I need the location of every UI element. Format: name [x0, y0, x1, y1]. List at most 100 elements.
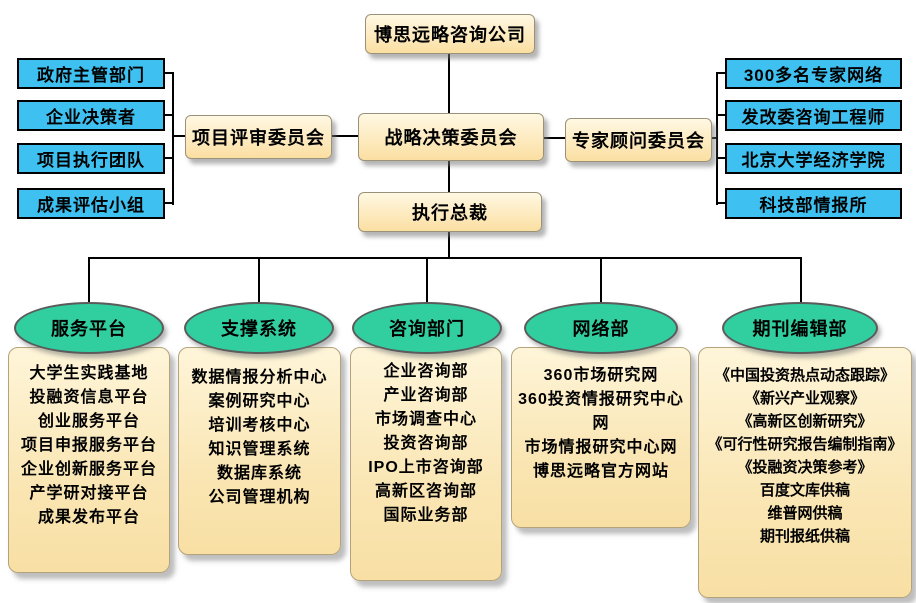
- department-panel-consulting: 企业咨询部产业咨询部市场调查中心投资咨询部 IPO上市咨询部高新区咨询部国际业务部: [350, 347, 502, 581]
- department-header-network-label: 网络部: [572, 319, 630, 339]
- department-header-service-label: 服务平台: [51, 319, 127, 339]
- connector-left-stub-3: [165, 157, 173, 159]
- department-item-list-service: 大学生实践基地投融资信息平台创业服务平台项目申报服务平台企业创新服务平台产学研对…: [9, 348, 169, 530]
- connector-drop-3: [426, 257, 428, 303]
- department-item: 数据情报分析中心: [191, 369, 328, 386]
- connector-left-stub-2: [165, 114, 173, 116]
- advisory-network-label-2: 发改委咨询工程师: [741, 108, 886, 127]
- department-item-list-support: 数据情报分析中心案例研究中心培训考核中心知识管理系统数据库系统公司管理机构: [179, 348, 340, 510]
- department-item: 市场情报研究中心网: [524, 439, 678, 456]
- department-item-list-network: 360市场研究网 360投资情报研究中心网市场情报研究中心网博思远略官方网站: [512, 348, 690, 484]
- department-header-journal-label: 期刊编辑部: [752, 319, 848, 339]
- review-input-label-2: 企业决策者: [46, 108, 136, 127]
- node-strategy-committee-label: 战略决策委员会: [384, 128, 518, 148]
- department-panel-network: 360市场研究网 360投资情报研究中心网市场情报研究中心网博思远略官方网站: [511, 347, 691, 528]
- department-item: 《高新区创新研究》: [737, 413, 873, 430]
- review-input-box-2: 企业决策者: [17, 100, 165, 131]
- department-item: IPO上市咨询部: [368, 459, 484, 476]
- node-ceo-label: 执行总裁: [412, 203, 488, 223]
- department-item: 大学生实践基地: [29, 365, 149, 382]
- department-header-consulting-label: 咨询部门: [389, 319, 465, 339]
- review-input-label-1: 政府主管部门: [37, 66, 145, 85]
- department-item: 《可行性研究报告编制指南》: [707, 436, 903, 453]
- department-panel-support: 数据情报分析中心案例研究中心培训考核中心知识管理系统数据库系统公司管理机构: [178, 347, 341, 555]
- node-review-committee: 项目评审委员会: [185, 115, 332, 159]
- department-item: 高新区咨询部: [374, 483, 477, 500]
- review-input-box-4: 成果评估小组: [17, 188, 165, 219]
- advisory-network-box-1: 300多名专家网络: [725, 58, 902, 89]
- department-item: 百度文库供稿: [759, 482, 850, 499]
- connector-strategy-advisory: [542, 137, 565, 139]
- department-item: 案例研究中心: [208, 393, 311, 410]
- connector-right-stub-1: [716, 72, 725, 74]
- department-panel-service: 大学生实践基地投融资信息平台创业服务平台项目申报服务平台企业创新服务平台产学研对…: [8, 347, 170, 573]
- advisory-network-label-4: 科技部情报所: [759, 196, 868, 215]
- connector-strategy-ceo: [448, 159, 450, 192]
- department-item: 投资咨询部: [383, 435, 469, 452]
- department-header-service: 服务平台: [14, 302, 164, 354]
- department-item: 博思远略官方网站: [532, 463, 669, 480]
- department-item: 企业咨询部: [383, 363, 469, 380]
- node-review-committee-label: 项目评审委员会: [192, 128, 325, 148]
- connector-advisory-bracket: [710, 137, 718, 139]
- department-item: 产业咨询部: [383, 387, 469, 404]
- connector-review-strategy: [330, 135, 358, 137]
- department-item: 投融资信息平台: [29, 389, 149, 406]
- advisory-network-label-1: 300多名专家网络: [743, 66, 884, 85]
- advisory-network-label-3: 北京大学经济学院: [741, 151, 886, 170]
- connector-bracket-review: [172, 135, 185, 137]
- node-advisory-committee: 专家顾问委员会: [565, 118, 712, 162]
- node-strategy-committee: 战略决策委员会: [358, 113, 544, 161]
- department-item: 项目申报服务平台: [20, 437, 157, 454]
- review-input-box-3: 项目执行团队: [17, 143, 165, 174]
- department-item: 创业服务平台: [37, 413, 140, 430]
- department-item: 公司管理机构: [208, 489, 311, 506]
- department-item: 成果发布平台: [37, 509, 140, 526]
- department-header-network: 网络部: [524, 302, 678, 354]
- advisory-network-box-3: 北京大学经济学院: [725, 143, 902, 174]
- review-input-box-1: 政府主管部门: [17, 58, 165, 89]
- connector-left-stub-1: [165, 72, 173, 74]
- department-item: 维普网供稿: [767, 505, 843, 522]
- department-header-support-label: 支撑系统: [221, 319, 297, 339]
- node-company-root: 博思远略咨询公司: [365, 14, 535, 54]
- advisory-network-box-4: 科技部情报所: [725, 188, 902, 219]
- node-company-root-label: 博思远略咨询公司: [374, 25, 526, 45]
- department-item: 期刊报纸供稿: [759, 528, 850, 545]
- department-item-list-journal: 《中国投资热点动态跟踪》《新兴产业观察》《高新区创新研究》《可行性研究报告编制指…: [699, 348, 911, 548]
- department-item-list-consulting: 企业咨询部产业咨询部市场调查中心投资咨询部 IPO上市咨询部高新区咨询部国际业务部: [351, 348, 501, 528]
- department-header-consulting: 咨询部门: [352, 302, 502, 354]
- connector-ceo-bus: [448, 230, 450, 259]
- connector-drop-2: [258, 257, 260, 303]
- connector-left-bracket: [172, 72, 174, 205]
- connector-right-stub-2: [716, 114, 725, 116]
- connector-root-strategy: [448, 52, 450, 113]
- connector-drop-5: [800, 257, 802, 303]
- connector-right-stub-4: [716, 202, 725, 204]
- department-item: 《新兴产业观察》: [744, 390, 865, 407]
- department-header-journal: 期刊编辑部: [722, 302, 878, 354]
- department-item: 数据库系统: [216, 465, 302, 482]
- department-item: 《中国投资热点动态跟踪》: [714, 367, 895, 384]
- node-ceo: 执行总裁: [358, 192, 542, 232]
- review-input-label-3: 项目执行团队: [37, 151, 145, 170]
- connector-drop-1: [88, 257, 90, 303]
- department-item: 市场调查中心: [374, 411, 477, 428]
- advisory-network-box-2: 发改委咨询工程师: [725, 100, 902, 131]
- department-item: 360投资情报研究中心网: [518, 391, 684, 432]
- department-item: 培训考核中心: [208, 417, 311, 434]
- department-item: 360市场研究网: [543, 367, 659, 384]
- department-item: 产学研对接平台: [29, 485, 149, 502]
- connector-main-bus: [88, 257, 802, 259]
- department-item: 知识管理系统: [208, 441, 311, 458]
- connector-left-stub-4: [165, 202, 173, 204]
- connector-drop-4: [600, 257, 602, 303]
- department-item: 《投融资决策参考》: [737, 459, 873, 476]
- node-advisory-committee-label: 专家顾问委员会: [572, 131, 705, 151]
- review-input-label-4: 成果评估小组: [37, 196, 145, 215]
- connector-right-stub-3: [716, 157, 725, 159]
- department-panel-journal: 《中国投资热点动态跟踪》《新兴产业观察》《高新区创新研究》《可行性研究报告编制指…: [698, 347, 912, 598]
- department-item: 企业创新服务平台: [20, 461, 157, 478]
- department-item: 国际业务部: [383, 507, 469, 524]
